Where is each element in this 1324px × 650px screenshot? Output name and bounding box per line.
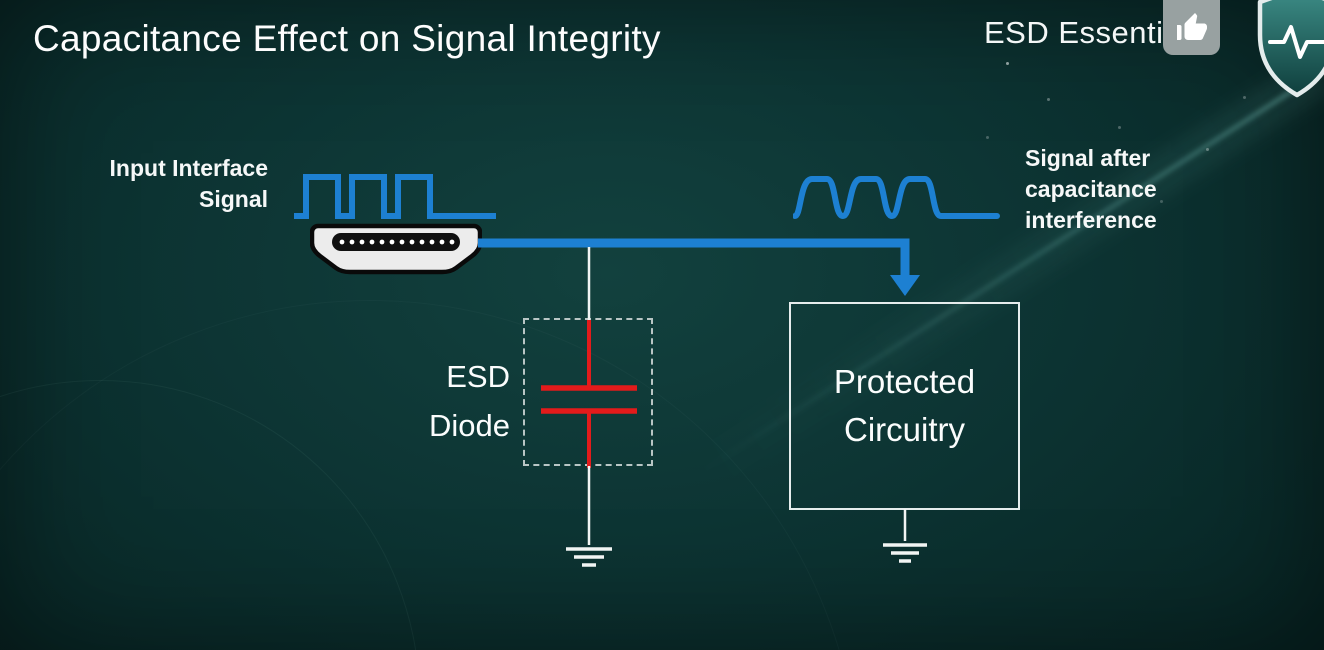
hdmi-pins	[339, 239, 455, 245]
capacitor-branch	[541, 247, 637, 567]
thumbs-up-glyph	[1176, 13, 1207, 40]
star-dot	[1118, 126, 1121, 129]
star-dot	[1206, 148, 1209, 151]
clean-square-wave	[294, 174, 496, 219]
input-signal-label: Input Interface Signal	[56, 153, 268, 215]
thumbs-up-icon	[1163, 0, 1220, 55]
esd-diode-label-line2: Diode	[429, 408, 510, 443]
star-dot	[1006, 62, 1009, 65]
shield-logo-icon	[1252, 0, 1324, 102]
input-signal-label-line2: Signal	[198, 186, 268, 212]
arrowhead	[890, 275, 920, 296]
output-signal-label: Signal after capacitance interference	[1025, 143, 1265, 236]
protected-circuitry-line1: Protected	[833, 363, 976, 400]
star-dot	[1160, 200, 1163, 203]
protected-circuitry-box: Protected Circuitry	[789, 302, 1020, 510]
output-signal-label-line3: interference	[1025, 207, 1157, 233]
star-dot	[1243, 96, 1246, 99]
esd-diode-label-line1: ESD	[446, 359, 510, 394]
slide-title: Capacitance Effect on Signal Integrity	[33, 18, 661, 59]
signal-bus-wire	[478, 238, 920, 296]
ground-symbol	[566, 547, 612, 567]
input-signal-label-line1: Input Interface	[109, 155, 268, 181]
protected-circuitry-line2: Circuitry	[844, 411, 965, 448]
esd-diode-label: ESD Diode	[372, 352, 510, 450]
hdmi-connector-icon	[310, 223, 482, 275]
star-dot	[986, 136, 989, 139]
protected-ground-symbol	[883, 509, 927, 563]
output-signal-label-line2: capacitance	[1025, 176, 1157, 202]
star-dot	[1047, 98, 1050, 101]
output-signal-label-line1: Signal after	[1025, 145, 1151, 171]
distorted-square-wave	[793, 176, 1000, 220]
